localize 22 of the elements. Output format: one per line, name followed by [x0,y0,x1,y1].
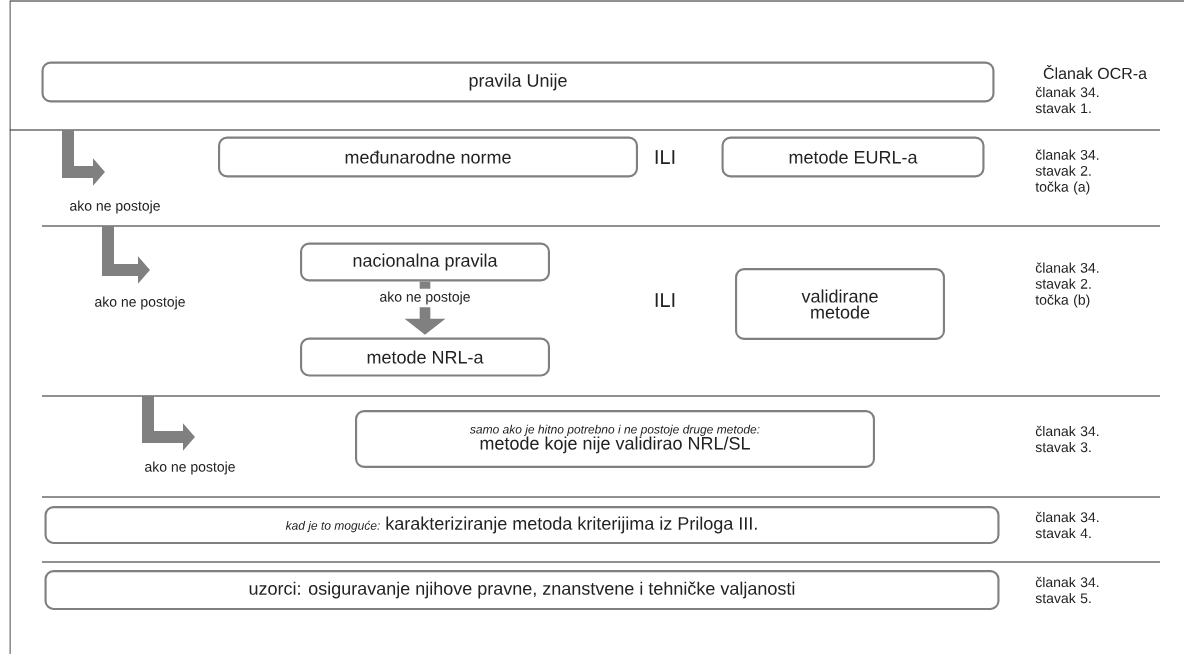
article-reference: članak 34. stavak 4. [1035,511,1099,539]
process-box: uzorci: osiguravanje njihove pravne, znanstvene i tehničke valjanosti [44,570,1000,610]
article-reference: članak 34. stavak 1. [1035,86,1099,114]
process-box: međunarodne norme [218,136,638,178]
process-box: validirane metode [735,268,945,340]
article-reference: članak 34. stavak 3. [1035,425,1099,453]
column-heading: Članak OCR-a [1043,64,1147,80]
process-box: samo ako je hitno potrebno i ne postoje druge metode: metode koje nije validirao NRL/SL [355,410,875,468]
article-reference: članak 34. stavak 2. točka (a) [1035,149,1099,195]
condition-label: ako ne postoje [70,200,160,214]
process-box: pravila Unije [41,61,995,103]
process-box: metode NRL-a [300,337,550,377]
article-reference: članak 34. stavak 2. točka (b) [1035,262,1099,308]
process-box: metode EURL-a [721,136,985,178]
edge-label: ako ne postoje [376,288,474,308]
condition-label: ako ne postoje [145,461,235,475]
process-box: kad je to moguće: karakteriziranje metoda kriterijima iz Priloga III. [44,506,1000,544]
condition-label: ako ne postoje [95,296,185,310]
process-box: nacionalna pravila [300,242,550,282]
article-reference: članak 34. stavak 5. [1035,576,1099,604]
or-label: ILI [655,293,675,307]
or-label: ILI [655,150,675,164]
